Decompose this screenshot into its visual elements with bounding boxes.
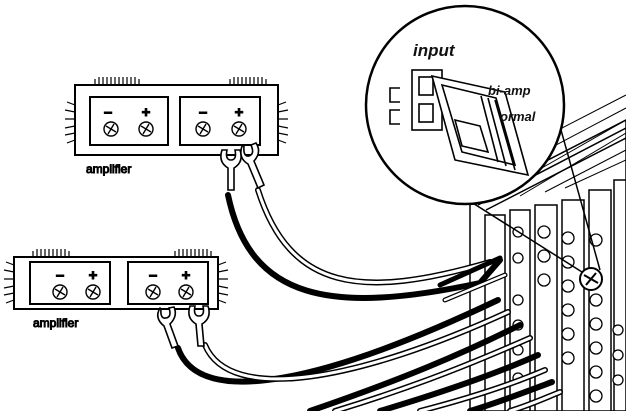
plus-sign: + (235, 104, 244, 121)
spade-connector-icon (156, 305, 210, 350)
spade-connector-icon (220, 142, 266, 191)
slide-switch-illustration (389, 69, 530, 177)
minus-sign: – (149, 267, 157, 284)
screw-terminal-icon (52, 284, 194, 300)
input-switch-callout: input bi-amp ormal (364, 4, 601, 273)
amplifier-label: amplifier (33, 316, 78, 330)
callout-title: input (413, 41, 456, 60)
heatsink-fins-bottom (3, 249, 229, 304)
minus-sign: – (56, 267, 64, 284)
plus-sign: + (89, 267, 98, 284)
heatsink-fins-top (64, 77, 289, 144)
screw-terminal-icon (103, 121, 247, 137)
plus-sign: + (182, 267, 191, 284)
option-normal: ormal (500, 109, 536, 124)
speaker-cables (175, 187, 563, 411)
minus-sign: – (199, 104, 207, 121)
option-bi-amp: bi-amp (488, 83, 531, 98)
amplifier-bottom: – + – + amplifier (3, 249, 229, 350)
amplifier-label: amplifier (86, 162, 131, 176)
amplifier-top: – + – + amplifier (64, 77, 289, 191)
plus-sign: + (142, 104, 151, 121)
minus-sign: – (104, 104, 112, 121)
